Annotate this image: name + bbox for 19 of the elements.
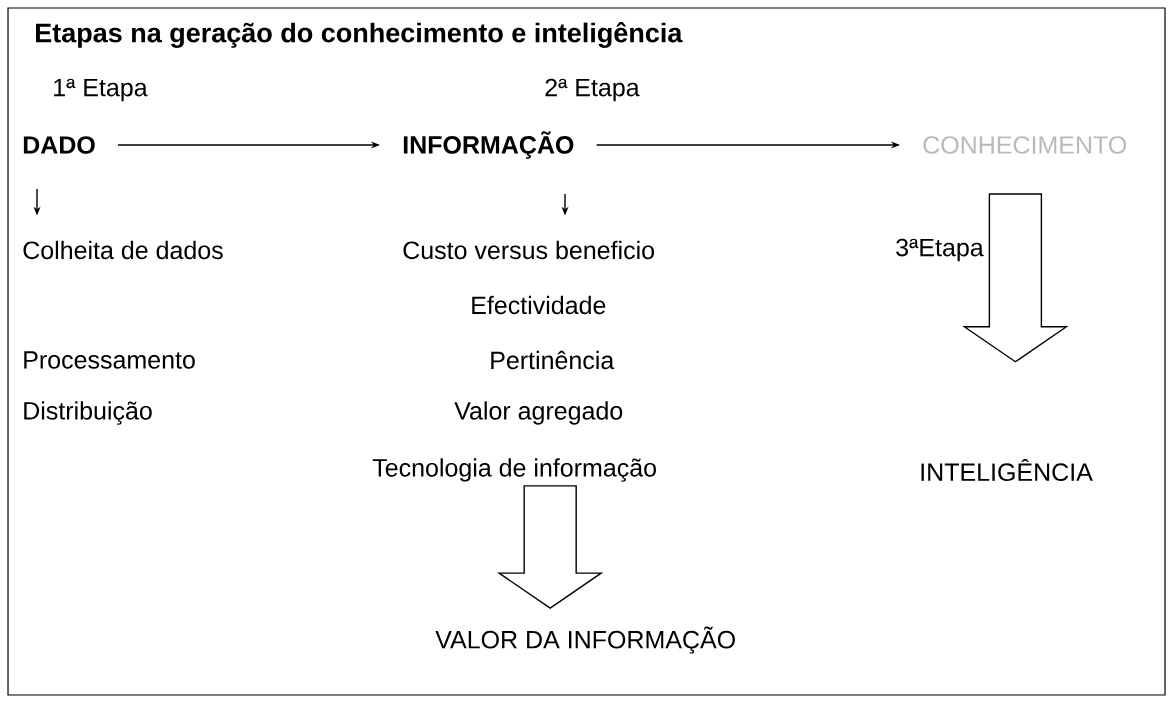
node-text: INFORMAÇÃO (403, 131, 574, 159)
label-text: Distribuição (24, 401, 152, 425)
label-text: Efectividade (472, 295, 606, 315)
node-text: Tecnologia de informação (372, 458, 656, 482)
label-text: 2ª Etapa (545, 78, 640, 102)
block-arrow (496, 485, 604, 609)
label-text: 3ªEtapa (896, 238, 984, 262)
node-text: Custo versus beneficio (403, 240, 654, 260)
label-text: 1ª Etapa (54, 78, 148, 102)
label-text: Valor agregado (454, 401, 623, 425)
label-text: Pertinência (491, 350, 615, 370)
block-arrow (962, 193, 1069, 363)
node-text: CONHECIMENTO (923, 136, 1127, 154)
node-text: Colheita de dados (23, 240, 223, 260)
node-text: INTELIGÊNCIA (921, 458, 1093, 482)
node-text: DADO (23, 136, 95, 154)
label-text: Processamento (24, 351, 195, 369)
title: Etapas na geração do conhecimento e inteligência (36, 22, 683, 48)
node-text: VALOR DA INFORMAÇÃO (435, 626, 735, 654)
